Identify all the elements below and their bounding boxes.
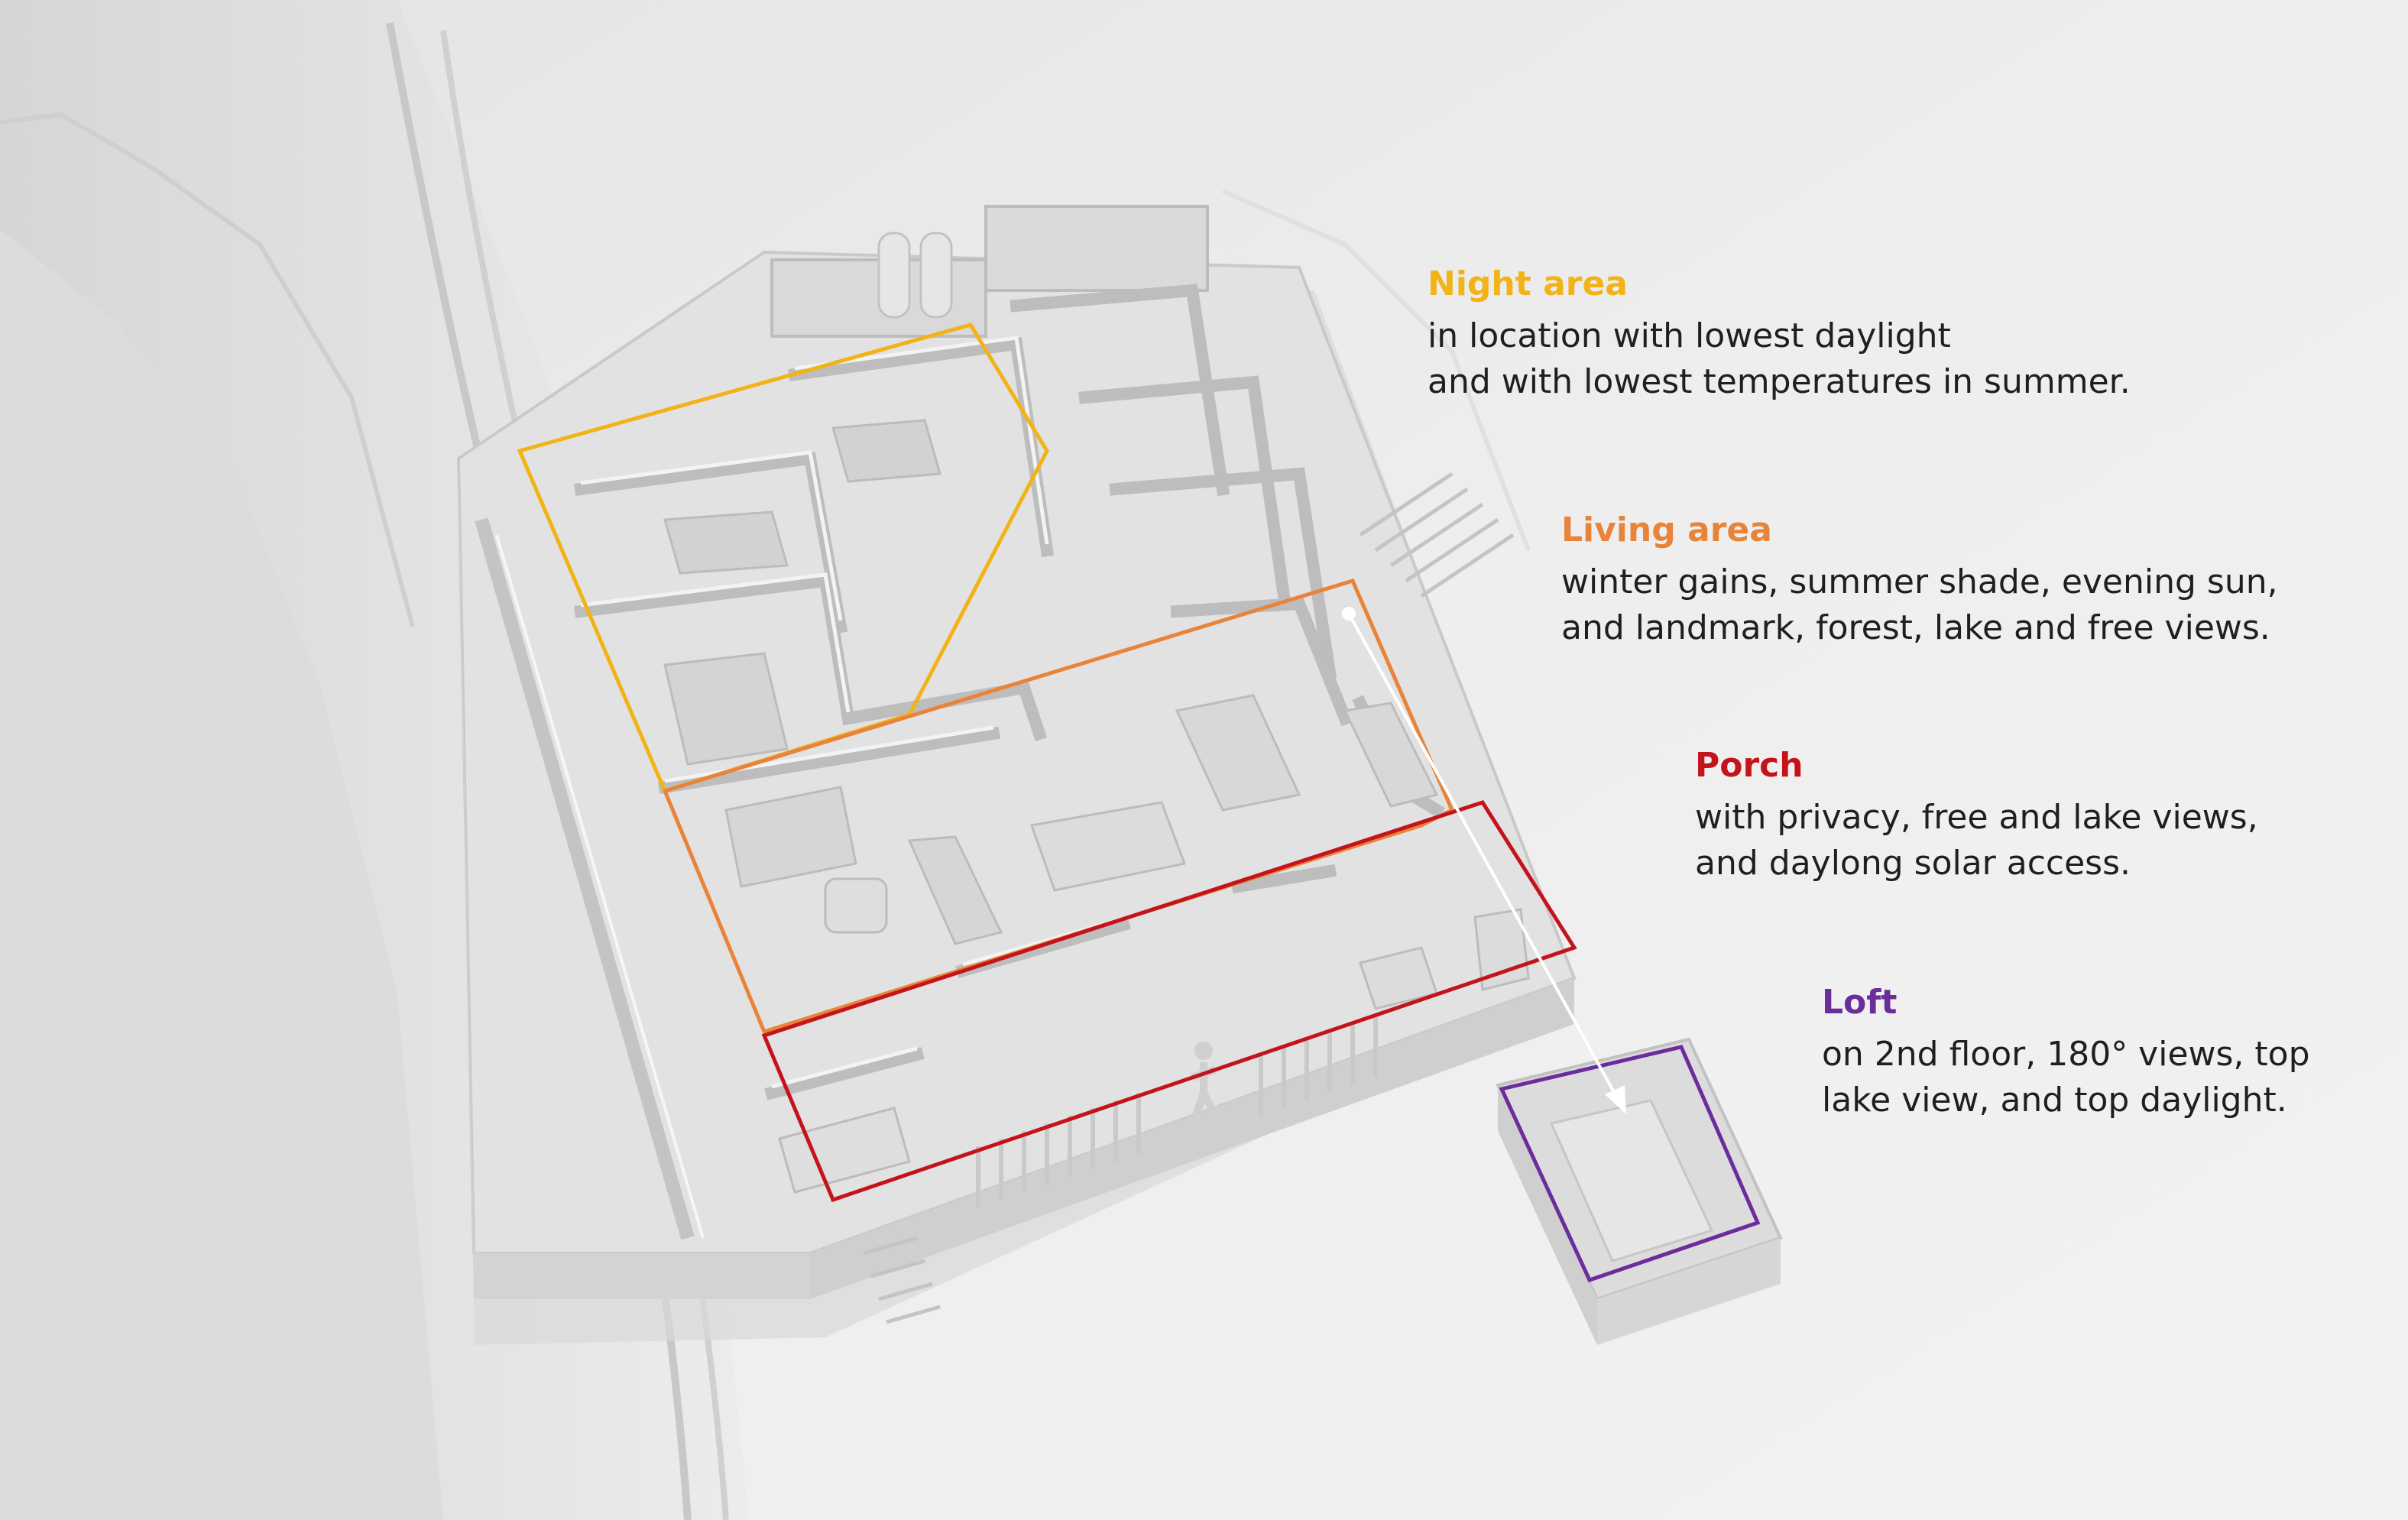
living-area-line-2: and landmark, forest, lake and free view… [1561,608,2270,647]
living-area-title: Living area [1561,510,1772,549]
label-porch: Porch with privacy, free and lake views,… [1695,749,2258,886]
living-area-line-1: winter gains, summer shade, evening sun, [1561,562,2278,601]
house-main-volume [456,205,1577,1345]
loft-line-1: on 2nd floor, 180° views, top [1822,1035,2310,1074]
night-area-outline [517,322,1049,794]
porch-title: Porch [1695,746,1804,785]
loft-title: Loft [1822,983,1898,1022]
night-area-title: Night area [1428,264,1629,303]
label-loft: Loft on 2nd floor, 180° views, top lake … [1822,986,2310,1123]
night-area-line-2: and with lowest temperatures in summer. [1428,362,2131,401]
loft-outline [1499,1045,1761,1283]
porch-outline [761,800,1577,1203]
label-living-area: Living area winter gains, summer shade, … [1561,514,2278,651]
label-night-area: Night area in location with lowest dayli… [1428,267,2131,405]
loft-line-2: lake view, and top daylight. [1822,1081,2287,1120]
loft-arrow [1342,607,1626,1114]
porch-line-2: and daylong solar access. [1695,844,2131,883]
porch-line-1: with privacy, free and lake views, [1695,798,2258,837]
night-area-line-1: in location with lowest daylight [1428,316,1951,355]
